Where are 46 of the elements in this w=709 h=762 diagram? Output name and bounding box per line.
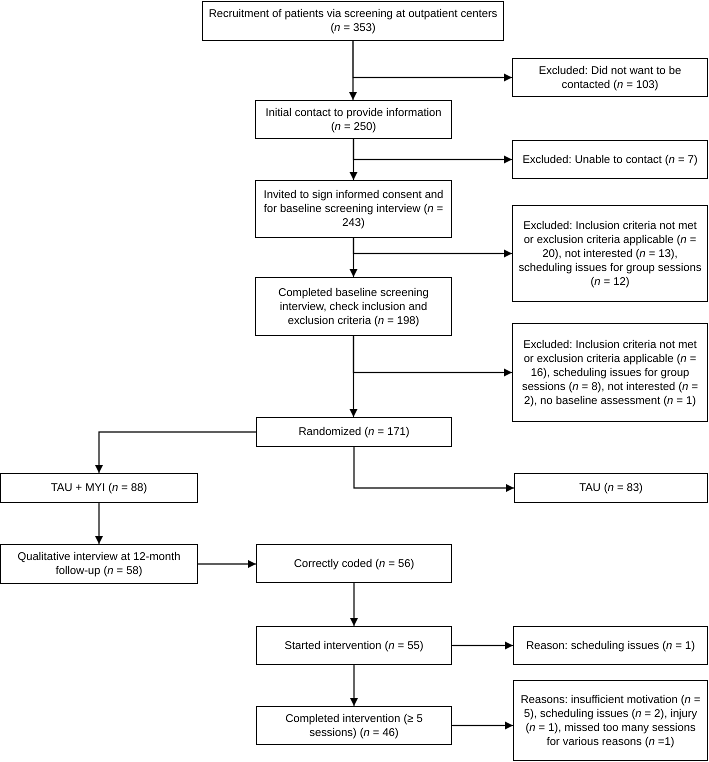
process-box — [513, 626, 708, 665]
box-text: Started intervention (n = 55) — [284, 638, 424, 652]
box-text: Randomized (n = 171) — [298, 425, 410, 439]
process-box — [512, 205, 708, 302]
process-box — [256, 626, 452, 665]
arrow — [350, 665, 358, 706]
box-text: Excluded: Inclusion criteria not met or exclusion criteria applicable (n = 20), not interested (n = 13), scheduling issues for group sessions (n = 12) — [518, 218, 702, 288]
process-box — [202, 1, 504, 41]
arrow — [352, 41, 512, 82]
process-box — [256, 544, 452, 583]
process-box — [0, 473, 198, 503]
process-box — [512, 140, 708, 179]
box-text: Completed baseline screening interview, check inclusion and exclusion criteria (n = 198) — [277, 286, 430, 328]
process-box — [514, 473, 708, 503]
arrow — [95, 503, 103, 544]
arrow — [350, 583, 358, 626]
arrow — [352, 336, 512, 376]
box-text: Invited to sign informed consent and for baseline screening interview (n = 243) — [262, 188, 444, 230]
process-box — [513, 680, 708, 761]
arrow — [353, 447, 514, 492]
box-text: Recruitment of patients via screening at outpatient centers (n = 353) — [208, 7, 498, 35]
box-text: TAU (n = 83) — [579, 481, 643, 495]
box-text: Excluded: Inclusion criteria not met or exclusion criteria applicable (n = 16), scheduling issues for group sessions (n = 8), not interested (n = 2), no baseline assessment (n = 1) — [520, 338, 700, 408]
box-text: Completed intervention (≥ 5 sessions) (n = 46) — [284, 712, 424, 740]
box-text: Excluded: Did not want to be contacted (n = 103) — [538, 64, 682, 92]
box-text: Reasons: insufficient motivation (n = 5), scheduling issues (n = 2), injury (n = 1), missed too many sessions for various reasons (n =1) — [520, 692, 702, 748]
process-box — [0, 544, 198, 584]
process-box — [255, 277, 452, 336]
process-box — [512, 58, 708, 97]
process-box — [256, 706, 452, 745]
arrow — [198, 560, 256, 568]
arrow — [352, 238, 512, 258]
box-text: Reason: scheduling issues (n = 1) — [526, 638, 695, 652]
arrow — [452, 722, 513, 730]
box-text: Correctly coded (n = 56) — [294, 556, 414, 570]
arrow — [95, 431, 256, 473]
process-box — [512, 323, 708, 422]
process-box — [255, 100, 452, 139]
box-text: Initial contact to provide information (n = 250) — [264, 106, 442, 134]
box-text: Excluded: Unable to contact (n = 7) — [522, 152, 698, 166]
process-box — [255, 180, 452, 238]
arrow — [352, 139, 512, 164]
box-text: TAU + MYI (n = 88) — [50, 481, 148, 495]
box-text: Qualitative interview at 12-month follow-up (n = 58) — [16, 550, 182, 578]
process-box — [256, 417, 452, 447]
arrow — [452, 642, 513, 650]
